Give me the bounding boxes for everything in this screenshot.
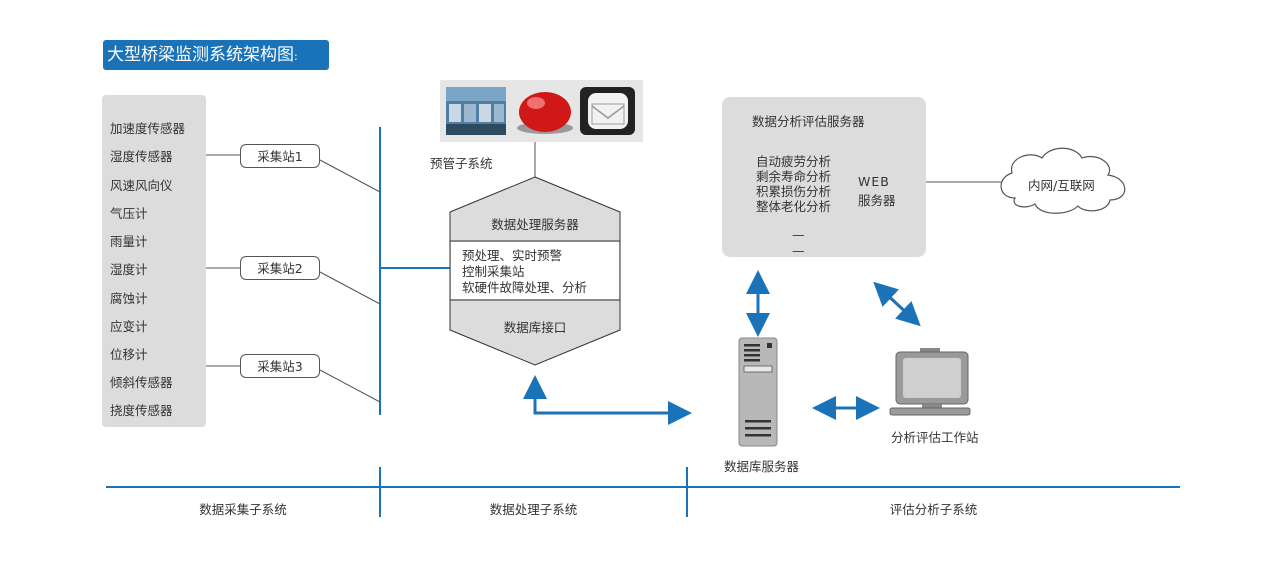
sensor-item: 雨量计: [110, 234, 148, 249]
processing-db-arrow: [523, 375, 692, 425]
sensor-item: 应变计: [110, 319, 148, 334]
network-label: 内网/互联网: [1028, 178, 1095, 193]
analysis-server-panel: [722, 97, 926, 257]
station3-bus-connector: [319, 369, 381, 403]
sensor-item: 湿度传感器: [110, 149, 173, 164]
processing-function-2: 控制采集站: [462, 264, 525, 279]
station1-bus-connector: [319, 159, 381, 193]
warning-subsystem-label: 预管子系统: [430, 156, 493, 171]
analysis-item: 自动疲劳分析: [756, 154, 832, 169]
station2-bus-connector: [319, 271, 381, 305]
sensor-item: 位移计: [110, 347, 148, 362]
cloud-icon: [1000, 147, 1126, 214]
web-server-label: 服务器: [858, 193, 896, 208]
sensor-item: 气压计: [110, 206, 148, 221]
alarm-light-icon: [517, 92, 573, 134]
monitor-room-icon: [446, 87, 506, 135]
page-title-suffix: :: [294, 50, 298, 63]
processing-functions-bg: [451, 242, 619, 299]
sensor-panel: [102, 95, 206, 427]
processing-function-3: 软硬件故障处理、分析: [462, 280, 588, 295]
db-interface-label: 数据库接口: [503, 320, 567, 335]
analysis-server-title: 数据分析评估服务器: [752, 114, 865, 129]
analysis-item: 积累损伤分析: [756, 184, 832, 199]
sensor-item: 倾斜传感器: [110, 375, 173, 390]
sensor-item: 湿度计: [110, 262, 148, 277]
web-label: WEB: [858, 174, 890, 189]
processing-function-1: 预处理、实时预警: [462, 248, 563, 263]
page-title: 大型桥梁监测系统架构图:: [103, 40, 329, 70]
analysis-item: —: [792, 227, 805, 242]
sensor-item: 挠度传感器: [110, 403, 173, 418]
subsystem-label-processing: 数据处理子系统: [489, 502, 578, 517]
processing-server-title: 数据处理服务器: [491, 217, 579, 232]
analysis-item: —: [792, 243, 805, 258]
sensor-item: 腐蚀计: [110, 291, 148, 306]
subsystem-label-collection: 数据采集子系统: [199, 502, 287, 517]
sensor-item: 风速风向仪: [110, 178, 173, 193]
db-server-label: 数据库服务器: [724, 459, 800, 474]
analysis-item: 整体老化分析: [756, 199, 832, 214]
station-2-box: 采集站2: [240, 256, 320, 280]
analysis-item: 剩余寿命分析: [756, 169, 832, 184]
sms-message-icon: [580, 87, 635, 135]
subsystem-label-evaluation: 评估分析子系统: [889, 502, 978, 517]
page-title-text: 大型桥梁监测系统架构图: [107, 45, 294, 65]
analysis-workstation-arrow: [873, 281, 921, 327]
workstation-icon: [889, 348, 971, 416]
station-3-box: 采集站3: [240, 354, 320, 378]
station-1-box: 采集站1: [240, 144, 320, 168]
workstation-label: 分析评估工作站: [891, 430, 979, 445]
db-server-icon: [738, 337, 778, 447]
sensor-item: 加速度传感器: [110, 121, 186, 136]
